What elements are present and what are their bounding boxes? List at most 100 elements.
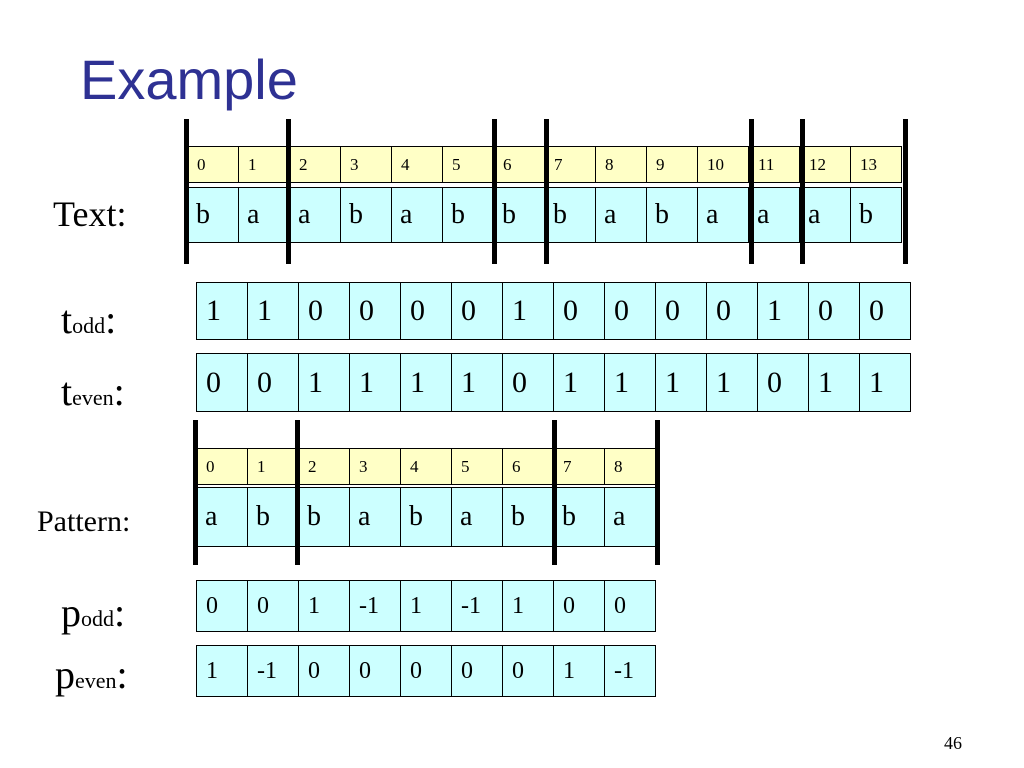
- p-even-label-sub: even: [75, 668, 117, 693]
- t-even-cell: 1: [859, 353, 911, 412]
- t-even-label-main: t: [61, 369, 73, 414]
- text-char-cell: b: [850, 187, 902, 243]
- text-index-cell: 9: [646, 146, 698, 183]
- t-odd-cell: 0: [349, 282, 401, 340]
- t-even-cell: 1: [298, 353, 350, 412]
- t-odd-cell: 1: [502, 282, 554, 340]
- pattern-label: Pattern:: [37, 505, 131, 538]
- pattern-index-cell: 7: [553, 448, 605, 485]
- p-even-cell: 1: [553, 645, 605, 697]
- t-odd-cell: 1: [247, 282, 299, 340]
- pattern-char-cell: a: [349, 487, 401, 547]
- p-even-cell: 0: [451, 645, 503, 697]
- text-char-cell: a: [238, 187, 290, 243]
- t-odd-cell: 0: [451, 282, 503, 340]
- t-odd-cell: 1: [757, 282, 809, 340]
- p-odd-cell: -1: [451, 580, 503, 632]
- p-odd-label-colon: :: [114, 590, 126, 635]
- p-even-cell: -1: [247, 645, 299, 697]
- p-odd-cell: 0: [247, 580, 299, 632]
- t-even-cell: 0: [247, 353, 299, 412]
- p-even-label-colon: :: [116, 652, 128, 697]
- t-even-cell: 1: [706, 353, 758, 412]
- p-even-cell: 0: [502, 645, 554, 697]
- pattern-char-cell: b: [400, 487, 452, 547]
- text-char-cell: b: [187, 187, 239, 243]
- t-even-cell: 1: [604, 353, 656, 412]
- text-char-cell: b: [493, 187, 545, 243]
- text-index-cell: 10: [697, 146, 749, 183]
- slide-title: Example: [80, 48, 298, 111]
- p-odd-cell: 0: [604, 580, 656, 632]
- t-odd-label-main: t: [61, 297, 73, 342]
- text-index-cell: 2: [289, 146, 341, 183]
- t-odd-label-colon: :: [105, 297, 117, 342]
- p-even-label: peven:: [55, 655, 128, 695]
- t-even-cell: 1: [553, 353, 605, 412]
- text-char-cell: a: [595, 187, 647, 243]
- pattern-index-cell: 4: [400, 448, 452, 485]
- t-even-cell: 1: [808, 353, 860, 412]
- p-even-cell: 1: [196, 645, 248, 697]
- text-char-cell: a: [289, 187, 341, 243]
- text-separator-bar: [800, 119, 805, 264]
- t-odd-cell: 0: [859, 282, 911, 340]
- pattern-char-cell: b: [502, 487, 554, 547]
- pattern-char-cell: b: [553, 487, 605, 547]
- text-index-cell: 13: [850, 146, 902, 183]
- text-char-cell: a: [748, 187, 800, 243]
- t-even-cell: 1: [400, 353, 452, 412]
- t-odd-cell: 0: [655, 282, 707, 340]
- t-even-cell: 0: [196, 353, 248, 412]
- text-char-cell: a: [391, 187, 443, 243]
- pattern-index-cell: 3: [349, 448, 401, 485]
- t-even-label-sub: even: [72, 385, 114, 410]
- pattern-char-cell: b: [247, 487, 299, 547]
- t-odd-label: todd:: [61, 300, 116, 340]
- p-odd-cell: 1: [400, 580, 452, 632]
- t-even-label-colon: :: [113, 369, 125, 414]
- text-char-cell: b: [544, 187, 596, 243]
- pattern-index-cell: 1: [247, 448, 299, 485]
- p-even-cell: -1: [604, 645, 656, 697]
- text-index-cell: 0: [187, 146, 239, 183]
- pattern-index-cell: 2: [298, 448, 350, 485]
- t-odd-cell: 0: [808, 282, 860, 340]
- p-odd-label-main: p: [61, 590, 81, 635]
- text-separator-bar: [184, 119, 189, 264]
- t-odd-cell: 0: [604, 282, 656, 340]
- pattern-index-cell: 6: [502, 448, 554, 485]
- t-even-cell: 1: [349, 353, 401, 412]
- p-odd-label-sub: odd: [81, 606, 114, 631]
- t-even-cell: 0: [502, 353, 554, 412]
- t-even-cell: 1: [655, 353, 707, 412]
- pattern-index-cell: 8: [604, 448, 656, 485]
- p-even-label-main: p: [55, 652, 75, 697]
- text-index-cell: 11: [748, 146, 800, 183]
- t-odd-cell: 0: [298, 282, 350, 340]
- t-odd-cell: 0: [706, 282, 758, 340]
- pattern-separator-bar: [295, 420, 300, 565]
- t-odd-cell: 0: [553, 282, 605, 340]
- text-char-cell: b: [442, 187, 494, 243]
- p-odd-cell: 1: [298, 580, 350, 632]
- t-even-label: teven:: [61, 372, 125, 412]
- page-number: 46: [944, 733, 962, 753]
- p-even-cell: 0: [298, 645, 350, 697]
- p-odd-label: podd:: [61, 593, 125, 633]
- p-even-cell: 0: [349, 645, 401, 697]
- pattern-char-cell: a: [451, 487, 503, 547]
- pattern-char-cell: a: [604, 487, 656, 547]
- text-index-cell: 6: [493, 146, 545, 183]
- pattern-char-cell: a: [196, 487, 248, 547]
- pattern-char-cell: b: [298, 487, 350, 547]
- p-odd-cell: 1: [502, 580, 554, 632]
- text-index-cell: 12: [799, 146, 851, 183]
